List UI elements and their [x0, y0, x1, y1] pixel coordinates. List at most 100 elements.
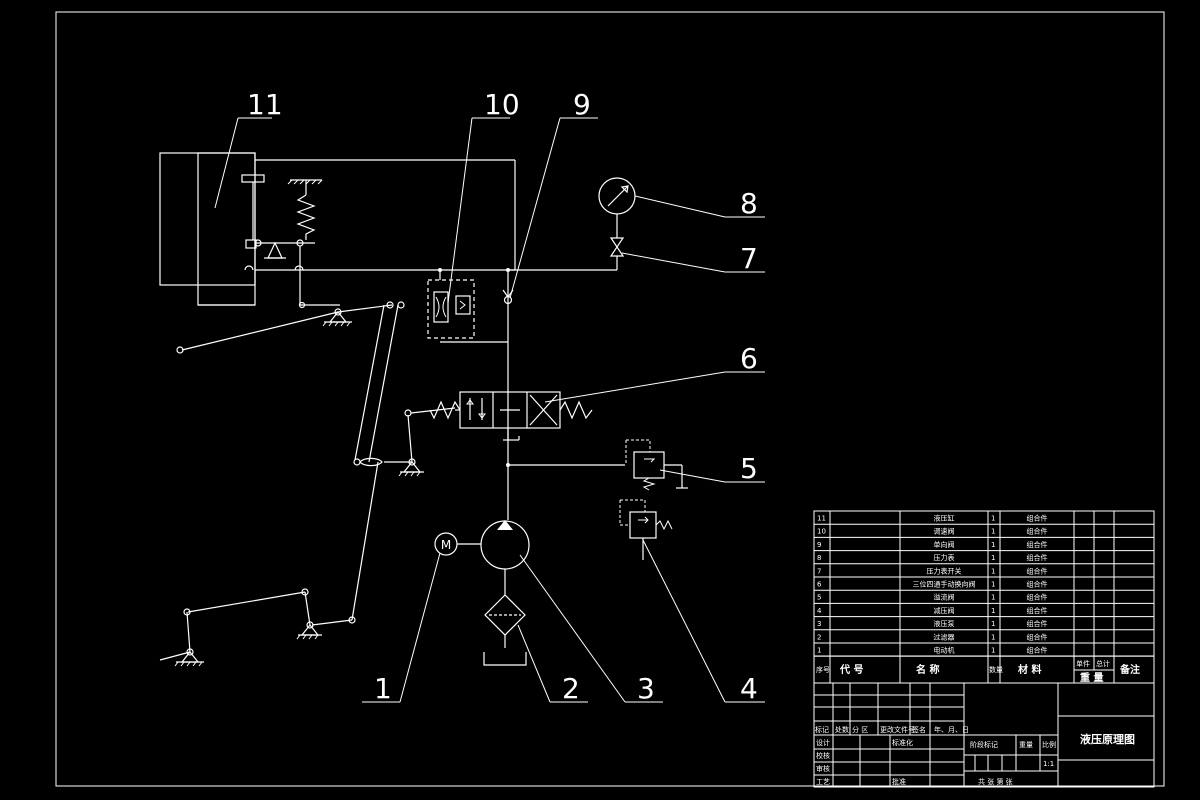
- design-label: 设计: [816, 738, 830, 747]
- hydraulic-cylinder: [159, 152, 515, 306]
- part-no: 5: [817, 594, 821, 602]
- part-qty: 1: [991, 594, 995, 602]
- standardize-label: 标准化: [892, 738, 913, 747]
- part-qty: 1: [991, 581, 995, 589]
- part-name: 液压缸: [934, 514, 955, 523]
- part-material: 组合件: [1027, 606, 1048, 615]
- part-qty: 1: [991, 647, 995, 655]
- callout-10: 10: [484, 88, 520, 121]
- approve-label: 批准: [892, 777, 906, 786]
- header-code: 代 号: [839, 663, 863, 676]
- rev-date: 年、月、日: [934, 725, 969, 734]
- rev-doc: 更改文件号: [880, 725, 915, 734]
- part-name: 压力表开关: [927, 566, 962, 575]
- part-material: 组合件: [1027, 580, 1048, 589]
- rev-count: 处数: [835, 725, 849, 734]
- directional-valve: [429, 391, 593, 441]
- callout-3: 3: [637, 672, 655, 705]
- header-no: 序号: [816, 665, 830, 674]
- parts-row: 5 溢流阀 1 组合件: [817, 593, 1048, 602]
- part-material: 组合件: [1027, 566, 1048, 575]
- part-no: 11: [817, 515, 826, 523]
- header-qty: 数量: [989, 665, 1003, 674]
- callout-1: 1: [374, 672, 392, 705]
- pressure-gauge: [598, 177, 636, 238]
- electric-motor: M: [434, 532, 481, 556]
- sheets-label: 共 张 第 张: [978, 777, 1013, 786]
- scale-value: 1:1: [1043, 760, 1054, 768]
- relief-valve: [625, 439, 688, 491]
- flow-control-valve: [427, 279, 475, 339]
- scale-label: 比例: [1042, 740, 1056, 749]
- oil-filter: [483, 594, 527, 666]
- part-material: 组合件: [1027, 593, 1048, 602]
- part-no: 9: [817, 541, 821, 549]
- part-no: 7: [817, 567, 821, 575]
- part-qty: 1: [991, 607, 995, 615]
- part-material: 组合件: [1027, 632, 1048, 641]
- callout-4: 4: [740, 672, 758, 705]
- parts-row: 6 三位四通手动换向阀 1 组合件: [817, 580, 1048, 589]
- part-name: 电动机: [934, 646, 955, 655]
- parts-row: 10 调速阀 1 组合件: [817, 527, 1048, 536]
- callout-11: 11: [247, 88, 283, 121]
- weight-label: 重量: [1019, 741, 1033, 749]
- part-qty: 1: [991, 541, 995, 549]
- reducing-valve: [619, 499, 673, 560]
- leader-lines: [214, 117, 765, 703]
- parts-row: 7 压力表开关 1 组合件: [817, 566, 1048, 575]
- part-qty: 1: [991, 567, 995, 575]
- main-pipeline: [438, 160, 625, 520]
- callout-6: 6: [740, 342, 758, 375]
- part-name: 调速阀: [934, 527, 955, 536]
- parts-row: 3 液压泵 1 组合件: [817, 619, 1048, 628]
- part-no: 10: [817, 528, 826, 536]
- part-material: 组合件: [1027, 619, 1048, 628]
- part-qty: 1: [991, 620, 995, 628]
- part-material: 组合件: [1027, 540, 1048, 549]
- callout-5: 5: [740, 452, 758, 485]
- part-no: 3: [817, 620, 821, 628]
- part-name: 减压阀: [934, 606, 955, 615]
- check-label: 审核: [816, 764, 830, 773]
- part-qty: 1: [991, 515, 995, 523]
- header-material: 材 料: [1018, 663, 1041, 676]
- hydraulic-pump: [480, 520, 530, 595]
- callout-7: 7: [740, 242, 758, 275]
- part-no: 2: [817, 633, 821, 641]
- header-unit-weight: 单件: [1076, 659, 1090, 668]
- part-material: 组合件: [1027, 514, 1048, 523]
- part-name: 过滤器: [934, 632, 955, 641]
- drawing-frame: [55, 11, 1165, 787]
- header-total-weight: 总计: [1096, 659, 1110, 668]
- parts-row: 11 液压缸 1 组合件: [817, 514, 1048, 523]
- parts-list-header: 序号 代 号 名 称 数量 材 料 单件 总计 重 量 备注: [813, 655, 1155, 684]
- part-name: 三位四通手动换向阀: [913, 580, 976, 589]
- part-material: 组合件: [1027, 646, 1048, 655]
- part-material: 组合件: [1027, 527, 1048, 536]
- part-qty: 1: [991, 528, 995, 536]
- process-label: 工艺: [816, 778, 830, 786]
- rev-zone: 分 区: [852, 725, 868, 734]
- part-name: 溢流阀: [934, 593, 955, 602]
- callout-9: 9: [573, 88, 591, 121]
- part-material: 组合件: [1027, 553, 1048, 562]
- part-no: 8: [817, 554, 821, 562]
- header-weight: 重 量: [1080, 671, 1103, 684]
- header-name: 名 称: [916, 663, 939, 676]
- part-qty: 1: [991, 554, 995, 562]
- parts-row: 2 过滤器 1 组合件: [817, 632, 1048, 641]
- lever-mechanism: [176, 174, 393, 354]
- drawing-title: 液压原理图: [1080, 732, 1135, 746]
- stage-mark-label: 阶段标记: [970, 740, 998, 749]
- part-qty: 1: [991, 633, 995, 641]
- part-no: 6: [817, 581, 822, 589]
- part-name: 液压泵: [934, 619, 955, 628]
- title-block: 标记 处数 分 区 更改文件号 签名 年、月、日 设计 标准化 校核 审核 工艺…: [813, 682, 1155, 788]
